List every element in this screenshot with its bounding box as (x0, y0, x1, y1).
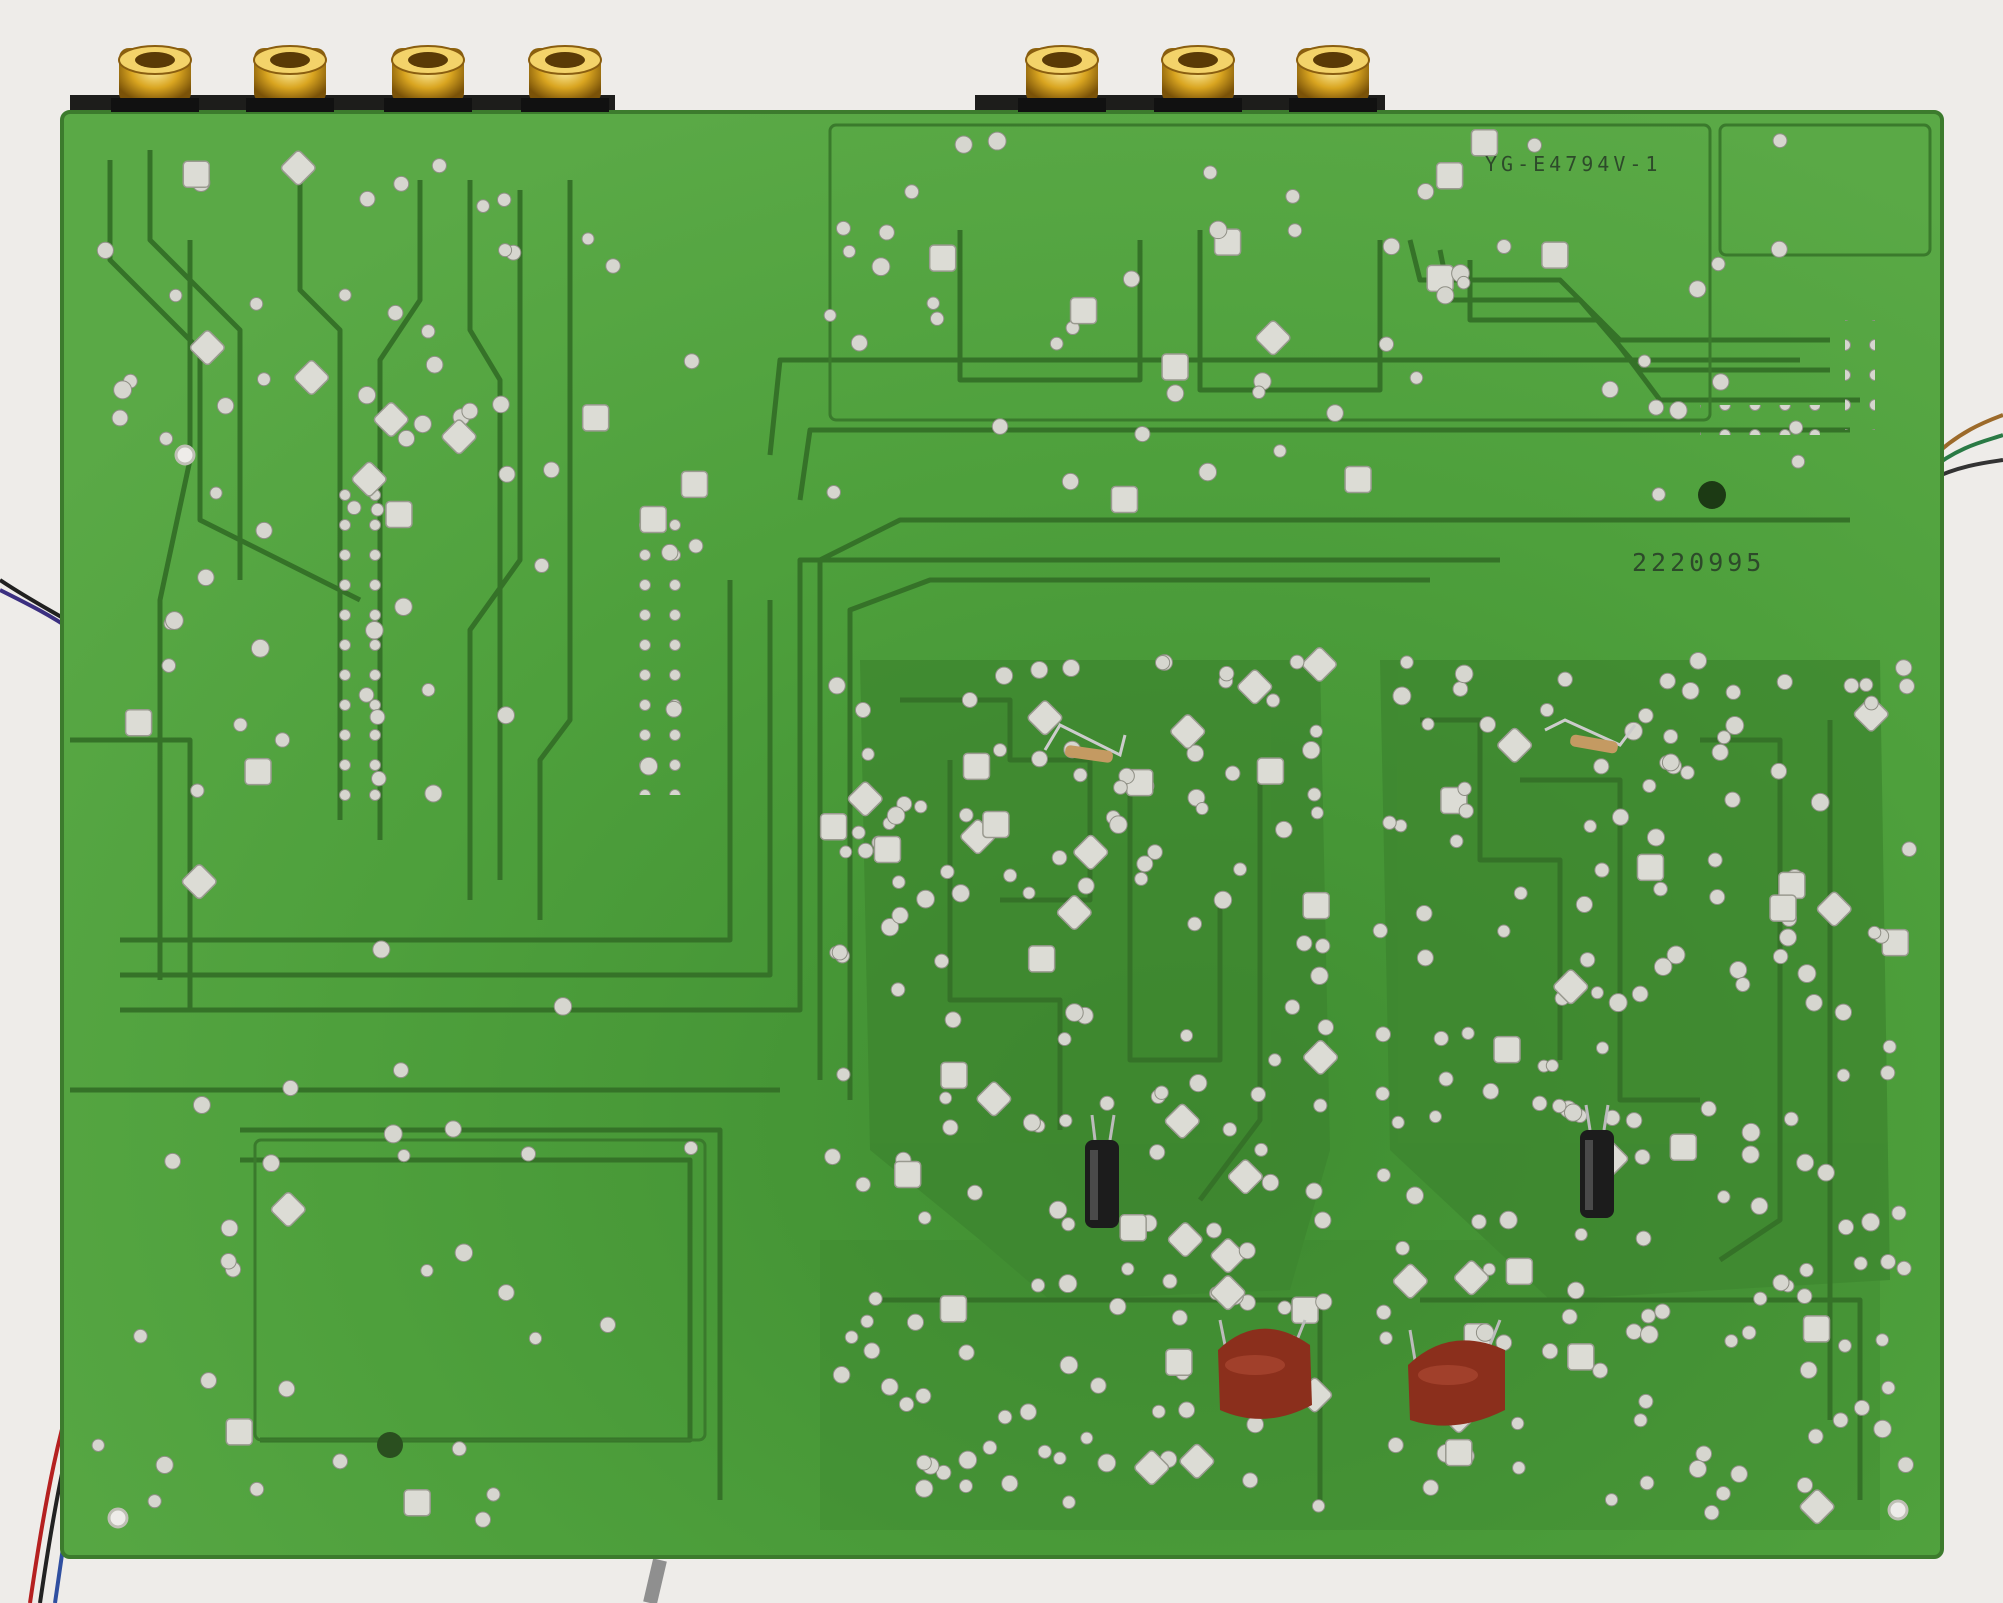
connector-pin-row (1845, 320, 1875, 430)
rca-jack-icon (384, 45, 472, 112)
rca-jack-icon (1154, 45, 1242, 112)
board-serial-number: 2220995 (1632, 548, 1766, 577)
board-part-code: YG-E4794V-1 (1485, 152, 1662, 176)
resistor-icon (1544, 718, 1637, 754)
resistor-icon (1043, 723, 1127, 763)
rca-jack-icon (1018, 45, 1106, 112)
ic-pin-row (630, 505, 690, 795)
film-capacitor-icon (1218, 1319, 1312, 1419)
via-hole (377, 1432, 403, 1458)
rca-jack-icon (246, 45, 334, 112)
region-outline (253, 123, 1932, 1442)
rca-jack-icon (111, 45, 199, 112)
solder-pad-field (91, 129, 1917, 1528)
mounting-hole (107, 444, 1909, 1529)
rca-jack-icon (521, 45, 609, 112)
rca-jack-icon (1289, 45, 1377, 112)
electrolytic-capacitor-icon (1580, 1104, 1614, 1218)
ic-pin-row (325, 485, 385, 815)
film-capacitor-icon (1408, 1319, 1505, 1426)
ground-plane (820, 660, 1890, 1530)
rca-jack-row (111, 45, 1377, 112)
via-hole (1698, 481, 1726, 509)
electrolytic-capacitor-icon (1085, 1114, 1119, 1228)
copper-traces (70, 150, 1863, 1500)
